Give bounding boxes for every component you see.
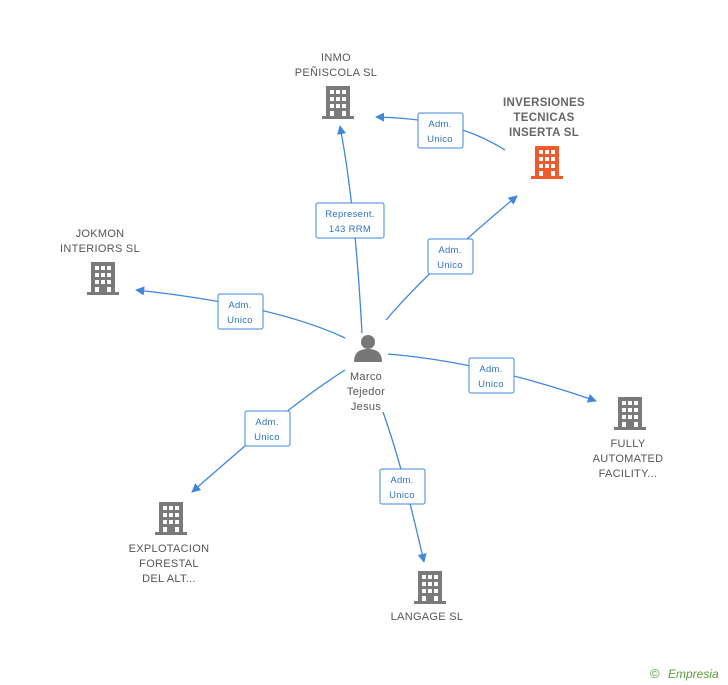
building-icon: [87, 262, 119, 295]
company-node-jokmon[interactable]: JOKMON INTERIORS SL: [60, 228, 140, 295]
company-name-line: INMO: [321, 52, 351, 64]
role-line: Adm.: [438, 245, 461, 256]
role-line: Unico: [437, 260, 463, 271]
role-line: Adm.: [479, 364, 502, 375]
role-label-inmo: Represent. 143 RRM: [315, 202, 385, 239]
role-line: Unico: [254, 432, 280, 443]
company-name-line: AUTOMATED: [593, 453, 664, 465]
company-node-fully[interactable]: FULLY AUTOMATED FACILITY...: [593, 397, 664, 480]
copyright-icon: ©: [650, 666, 660, 681]
person-name-line: Tejedor: [347, 386, 385, 398]
company-name-line: INVERSIONES: [503, 97, 585, 109]
company-node-langage[interactable]: LANGAGE SL: [391, 571, 464, 623]
company-name-line: INTERIORS SL: [60, 243, 140, 255]
company-name-line: INSERTA SL: [509, 127, 579, 139]
company-name-line: DEL ALT...: [142, 573, 196, 585]
company-name-line: TECNICAS: [513, 112, 574, 124]
watermark-text: Empresia: [668, 667, 719, 681]
role-line: Adm.: [255, 417, 278, 428]
company-node-inmo[interactable]: INMO PEÑISCOLA SL: [295, 52, 377, 119]
company-name-line: EXPLOTACION: [129, 543, 210, 555]
role-label-inversiones-inmo: Adm. Unico: [417, 112, 464, 149]
building-icon: [414, 571, 446, 604]
role-line: Unico: [227, 315, 253, 326]
role-label-fully: Adm. Unico: [468, 357, 515, 394]
role-line: Adm.: [390, 475, 413, 486]
company-name-line: JOKMON: [76, 228, 125, 240]
building-icon: [155, 502, 187, 535]
building-icon: [531, 146, 563, 179]
role-line: 143 RRM: [329, 224, 371, 235]
role-label-jokmon: Adm. Unico: [217, 293, 264, 330]
company-node-inversiones[interactable]: INVERSIONES TECNICAS INSERTA SL: [503, 97, 585, 179]
company-name-line: FULLY: [611, 438, 646, 450]
role-label-inversiones: Adm. Unico: [427, 238, 474, 275]
watermark: © Empresia: [650, 666, 719, 681]
company-name-line: PEÑISCOLA SL: [295, 66, 377, 79]
building-icon: [322, 86, 354, 119]
person-node[interactable]: Marco Tejedor Jesus: [347, 335, 385, 413]
role-line: Represent.: [325, 209, 374, 220]
company-name-line: FORESTAL: [139, 558, 199, 570]
company-name-line: FACILITY...: [599, 468, 658, 480]
role-line: Adm.: [228, 300, 251, 311]
person-name-line: Jesus: [351, 401, 381, 413]
person-name-line: Marco: [350, 371, 382, 383]
company-node-explotacion[interactable]: EXPLOTACION FORESTAL DEL ALT...: [129, 502, 210, 585]
person-icon: [354, 335, 382, 362]
role-label-explotacion: Adm. Unico: [244, 410, 291, 447]
role-line: Unico: [389, 490, 415, 501]
building-icon: [614, 397, 646, 430]
role-line: Unico: [478, 379, 504, 390]
role-line: Adm.: [428, 119, 451, 130]
role-line: Unico: [427, 134, 453, 145]
role-label-langage: Adm. Unico: [379, 468, 426, 505]
company-name-line: LANGAGE SL: [391, 611, 464, 623]
